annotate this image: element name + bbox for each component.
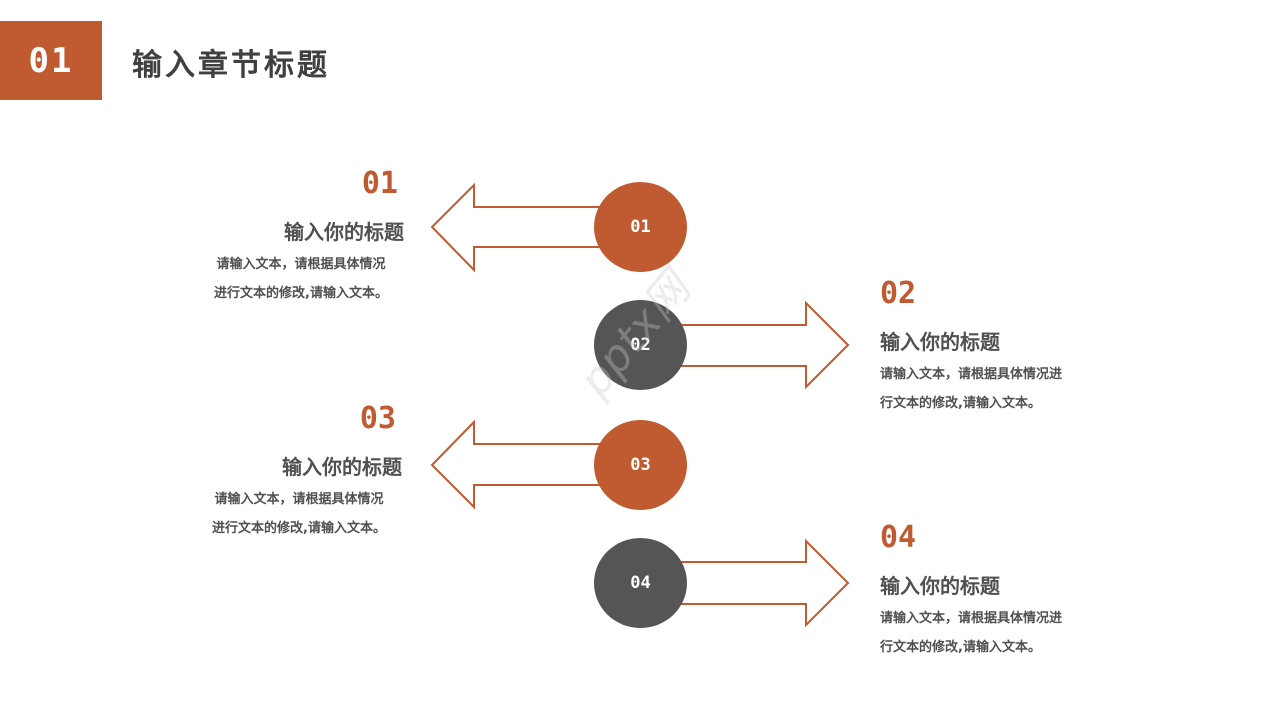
step-title: 输入你的标题	[880, 330, 1000, 354]
step-block-01: 01 输入你的标题 请输入文本，请根据具体情况 进行文本的修改,请输入文本。	[190, 166, 412, 308]
chapter-title: 输入章节标题	[132, 48, 330, 83]
step-circle-label: 03	[630, 455, 651, 475]
step-circle-04: 04	[594, 538, 687, 628]
step-desc-line2: 行文本的修改,请输入文本。	[880, 640, 1041, 655]
step-circle-03: 03	[594, 420, 687, 510]
step-desc-line1: 请输入文本，请根据具体情况进	[880, 367, 1063, 382]
step-title: 输入你的标题	[284, 220, 404, 244]
step-desc-line2: 行文本的修改,请输入文本。	[880, 396, 1041, 411]
step-desc-line1: 请输入文本，请根据具体情况	[214, 492, 384, 507]
step-desc-line1: 请输入文本，请根据具体情况	[216, 257, 386, 272]
step-title: 输入你的标题	[282, 455, 402, 479]
step-title: 输入你的标题	[880, 574, 1000, 598]
step-number: 04	[880, 520, 917, 555]
step-block-04: 04 输入你的标题 请输入文本，请根据具体情况进 行文本的修改,请输入文本。	[880, 520, 1120, 662]
left-arrow-icon	[430, 182, 601, 273]
step-block-02: 02 输入你的标题 请输入文本，请根据具体情况进 行文本的修改,请输入文本。	[880, 276, 1120, 418]
step-desc-line2: 进行文本的修改,请输入文本。	[214, 286, 388, 301]
step-circle-label: 02	[630, 335, 651, 355]
chapter-number-badge: 01	[0, 21, 102, 100]
step-desc-line2: 进行文本的修改,请输入文本。	[212, 521, 386, 536]
step-circle-02: 02	[594, 300, 687, 390]
step-block-03: 03 输入你的标题 请输入文本，请根据具体情况 进行文本的修改,请输入文本。	[188, 401, 410, 543]
step-desc-line1: 请输入文本，请根据具体情况进	[880, 611, 1063, 626]
step-number: 02	[880, 276, 917, 311]
left-arrow-icon	[430, 419, 601, 510]
right-arrow-icon	[679, 300, 850, 390]
step-number: 01	[361, 166, 398, 201]
step-circle-01: 01	[594, 182, 687, 272]
step-number: 03	[359, 401, 396, 436]
step-circle-label: 04	[630, 573, 651, 593]
step-circle-label: 01	[630, 217, 651, 237]
right-arrow-icon	[679, 538, 850, 628]
chapter-number: 01	[28, 40, 74, 81]
